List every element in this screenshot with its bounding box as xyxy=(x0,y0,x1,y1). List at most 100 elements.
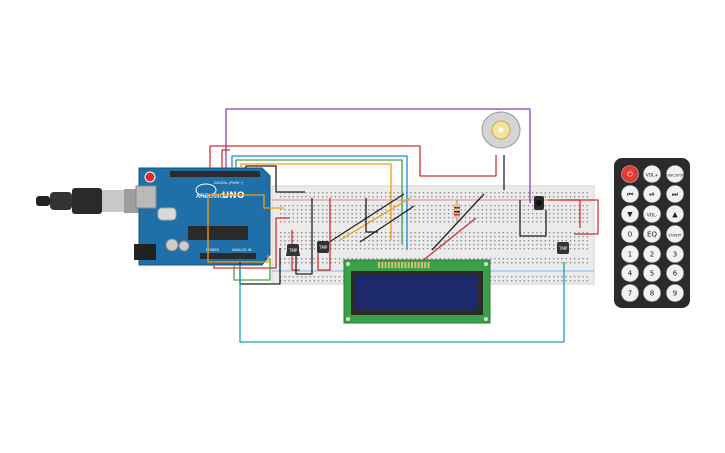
breadboard-hole xyxy=(515,262,517,264)
breadboard-hole xyxy=(452,192,454,194)
breadboard-hole xyxy=(389,217,391,219)
breadboard-hole xyxy=(515,240,517,242)
breadboard-hole xyxy=(473,240,475,242)
breadboard-hole xyxy=(553,236,555,238)
breadboard-hole xyxy=(548,221,551,223)
breadboard-hole xyxy=(532,248,534,250)
remote-key-1[interactable]: 1 xyxy=(621,245,639,263)
breadboard-hole xyxy=(435,205,437,207)
breadboard-hole xyxy=(397,192,399,194)
breadboard-hole xyxy=(317,205,320,207)
breadboard-hole xyxy=(490,232,492,234)
breadboard-hole xyxy=(431,217,433,219)
breadboard-hole xyxy=(334,209,336,211)
remote-key-6[interactable]: 6 xyxy=(666,264,684,282)
remote-key-vol-up[interactable]: VOL+ xyxy=(643,165,661,183)
remote-key-7[interactable]: 7 xyxy=(621,284,639,302)
remote-key-4[interactable]: 4 xyxy=(621,264,639,282)
remote-key-vol-down[interactable]: VOL- xyxy=(643,205,661,223)
breadboard-hole xyxy=(364,221,366,223)
breadboard-hole xyxy=(397,248,399,250)
remote-key-play-pause-icon[interactable]: ⏯ xyxy=(643,185,661,203)
breadboard-hole xyxy=(485,248,488,250)
breadboard-hole xyxy=(301,244,303,246)
breadboard-hole xyxy=(548,280,551,282)
breadboard-hole xyxy=(565,236,567,238)
breadboard-hole xyxy=(338,236,341,238)
breadboard-hole xyxy=(506,213,509,215)
breadboard-hole xyxy=(481,258,483,260)
breadboard-hole xyxy=(296,262,299,264)
breadboard-hole xyxy=(502,240,504,242)
breadboard-hole xyxy=(506,209,509,211)
usb-port xyxy=(135,185,157,209)
breadboard-hole xyxy=(397,221,399,223)
breadboard-hole xyxy=(368,221,370,223)
breadboard-hole xyxy=(313,192,315,194)
breadboard-hole xyxy=(481,209,483,211)
remote-key-power-icon[interactable]: ⏻ xyxy=(621,165,639,183)
breadboard-hole xyxy=(553,221,555,223)
breadboard-hole xyxy=(284,205,286,207)
remote-key-func-stop[interactable]: FUNC/STOP xyxy=(666,165,684,183)
breadboard-hole xyxy=(574,236,576,238)
breadboard-hole xyxy=(464,236,467,238)
breadboard-hole xyxy=(338,209,341,211)
breadboard-hole xyxy=(443,221,446,223)
breadboard-hole xyxy=(301,232,303,234)
breadboard-hole xyxy=(452,217,454,219)
breadboard-hole xyxy=(506,280,509,282)
breadboard-hole xyxy=(443,213,446,215)
breadboard-hole xyxy=(364,192,366,194)
breadboard-hole xyxy=(532,258,534,260)
breadboard-hole xyxy=(389,205,391,207)
remote-key-2[interactable]: 2 xyxy=(643,245,661,263)
arduino-uno-board: ARDUINO UNO DIGITAL (PWM~) POWER ANALOG … xyxy=(134,167,271,266)
breadboard-hole xyxy=(322,240,324,242)
remote-key-down-icon[interactable]: ▼ xyxy=(621,205,639,223)
breadboard-hole xyxy=(330,280,332,282)
breadboard-hole xyxy=(553,196,555,198)
breadboard-hole xyxy=(523,258,525,260)
breadboard-hole xyxy=(540,280,542,282)
breadboard-hole xyxy=(565,205,567,207)
breadboard-hole xyxy=(569,221,572,223)
breadboard-hole xyxy=(418,244,420,246)
breadboard-hole xyxy=(372,209,374,211)
breadboard-hole xyxy=(523,236,525,238)
remote-key-next-icon[interactable]: ⏭ xyxy=(666,185,684,203)
remote-key-st-rept[interactable]: ST/REPT xyxy=(666,225,684,243)
remote-key-3[interactable]: 3 xyxy=(666,245,684,263)
breadboard-hole xyxy=(574,244,576,246)
remote-key-9[interactable]: 9 xyxy=(666,284,684,302)
breadboard-hole xyxy=(309,217,311,219)
breadboard-hole xyxy=(427,240,429,242)
remote-key-label: ▼ xyxy=(627,210,633,218)
breadboard-hole xyxy=(557,221,559,223)
breadboard-hole xyxy=(586,196,588,198)
remote-key-prev-icon[interactable]: ⏮ xyxy=(621,185,639,203)
breadboard-hole xyxy=(292,236,294,238)
breadboard-hole xyxy=(553,258,555,260)
breadboard-hole xyxy=(284,232,286,234)
breadboard-hole xyxy=(385,244,387,246)
remote-key-up-icon[interactable]: ▲ xyxy=(666,205,684,223)
reset-button[interactable] xyxy=(144,171,156,183)
breadboard-hole xyxy=(448,217,450,219)
breadboard-hole xyxy=(427,221,429,223)
breadboard-hole xyxy=(334,276,336,278)
breadboard-hole xyxy=(481,213,483,215)
breadboard-hole xyxy=(301,236,303,238)
breadboard-hole xyxy=(527,213,530,215)
remote-key-5[interactable]: 5 xyxy=(643,264,661,282)
wire-black-diag-2 xyxy=(359,205,415,243)
breadboard-hole xyxy=(296,209,299,211)
remote-key-8[interactable]: 8 xyxy=(643,284,661,302)
breadboard-hole xyxy=(317,280,320,282)
remote-key-eq[interactable]: EQ xyxy=(643,225,661,243)
breadboard-hole xyxy=(561,221,563,223)
breadboard-hole xyxy=(548,209,551,211)
breadboard-hole xyxy=(532,192,534,194)
remote-key-0[interactable]: 0 xyxy=(621,225,639,243)
breadboard-hole xyxy=(427,248,429,250)
